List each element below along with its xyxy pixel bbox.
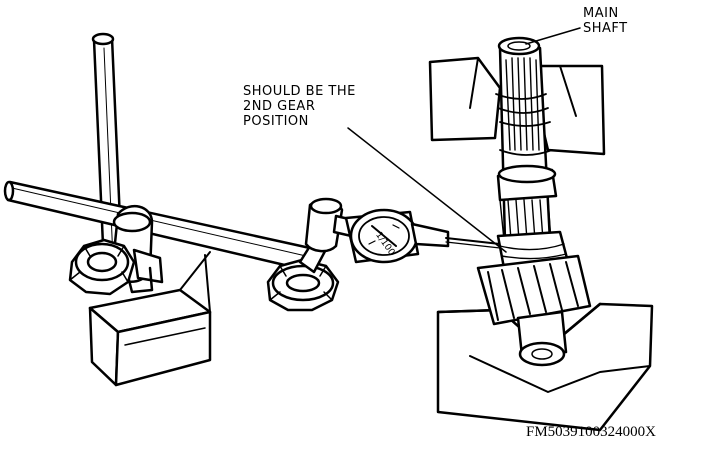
gear-position-leader bbox=[347, 127, 507, 253]
figure-code: FM5039100324000X bbox=[526, 424, 657, 440]
gear-position-callout-line-2: 2ND GEAR bbox=[243, 99, 316, 114]
lower-v-block bbox=[436, 302, 654, 432]
left-clamp-knob bbox=[68, 238, 136, 296]
helical-gear bbox=[476, 254, 592, 326]
main-shaft-callout-line-1: MAIN bbox=[583, 6, 619, 21]
main-shaft-callout: MAIN SHAFT bbox=[583, 6, 628, 36]
leader-lines bbox=[347, 27, 581, 253]
gear-position-callout-line-3: POSITION bbox=[243, 114, 309, 129]
main-shaft-callout-line-2: SHAFT bbox=[583, 21, 628, 36]
magnetic-base bbox=[88, 251, 212, 387]
shaft-lower-bearing bbox=[516, 310, 568, 367]
gear-position-callout: SHOULD BE THE 2ND GEAR POSITION bbox=[243, 84, 356, 129]
indicator-holder bbox=[298, 197, 364, 274]
right-clamp-knob bbox=[266, 258, 340, 312]
gear-position-callout-line-1: SHOULD BE THE bbox=[243, 84, 356, 99]
dial-indicator: 1/100 bbox=[344, 208, 501, 264]
main-shaft-leader bbox=[525, 27, 581, 45]
